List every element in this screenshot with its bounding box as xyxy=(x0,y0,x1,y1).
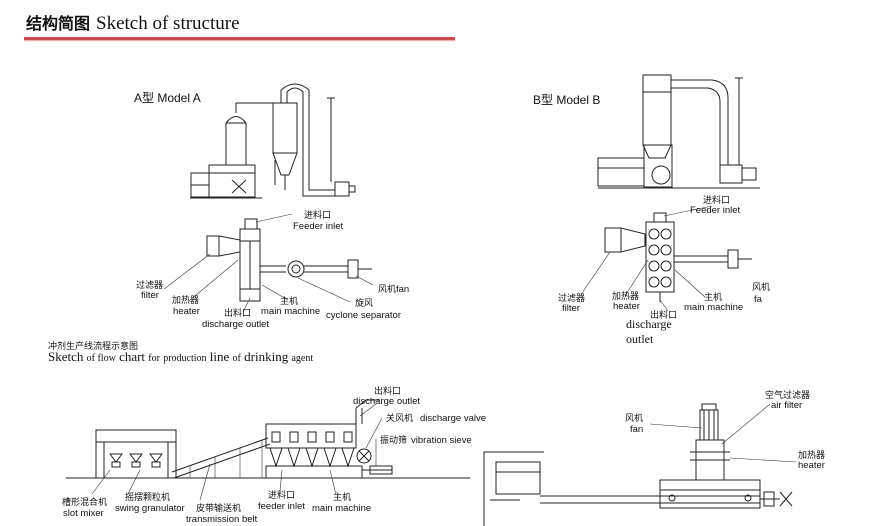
model-a-elevation xyxy=(190,83,356,199)
model-a-main-cn: 主机 xyxy=(280,295,298,306)
model-b-main-cn: 主机 xyxy=(704,291,722,302)
model-a-heater-cn: 加热器 xyxy=(172,294,199,305)
model-b-diagram: B型 Model B xyxy=(533,74,770,346)
model-b-discharge-cn: 出料口 xyxy=(650,309,677,320)
flow-swing-cn: 摇摆颗粒机 xyxy=(125,491,170,502)
flow-valve-cn: 关风机 xyxy=(386,412,413,423)
flow-feeder-cn: 进料口 xyxy=(268,489,295,500)
model-b-fan-en: fa xyxy=(754,294,763,305)
right-fan-cn: 风机 xyxy=(625,412,643,423)
flow-valve-en: discharge valve xyxy=(420,413,486,424)
right-heater-en: heater xyxy=(798,460,825,471)
model-b-discharge-en-1: discharge xyxy=(626,317,672,331)
model-a-title: A型 Model A xyxy=(134,91,201,105)
model-b-feeder-cn: 进料口 xyxy=(703,194,730,205)
page-title-en: Sketch of structure xyxy=(96,13,240,34)
model-a-filter-en: filter xyxy=(141,290,159,301)
model-a-discharge-cn: 出料口 xyxy=(224,307,251,318)
model-a-diagram: A型 Model A xyxy=(134,83,409,330)
flow-chart-diagram: 出料口 discharge outlet 关风机 discharge valve… xyxy=(62,385,486,525)
model-b-feeder-en: Feeder inlet xyxy=(690,205,741,216)
model-a-plan xyxy=(163,213,374,313)
page-title: 结构简图 Sketch of structure xyxy=(26,12,240,35)
model-a-feeder-en: Feeder inlet xyxy=(293,221,344,232)
flow-sieve-en: vibration sieve xyxy=(411,435,472,446)
model-a-main-en: main machine xyxy=(261,306,320,317)
model-a-fan-en: fan xyxy=(396,284,409,295)
flow-belt-en: transmission belt xyxy=(186,514,258,525)
model-b-heater-cn: 加热器 xyxy=(612,290,639,301)
model-b-filter-cn: 过滤器 xyxy=(558,292,585,303)
model-a-discharge-en: discharge outlet xyxy=(202,319,269,330)
flow-discharge-cn: 出料口 xyxy=(374,385,401,396)
right-bottom-diagram: 风机 fan 空气过滤器 air filter 加热器 heater xyxy=(483,389,825,526)
model-b-filter-en: filter xyxy=(562,303,580,314)
model-b-discharge-en-2: outlet xyxy=(626,332,654,346)
flow-discharge-en: discharge outlet xyxy=(353,396,420,407)
model-b-elevation xyxy=(597,74,760,189)
model-b-main-en: main machine xyxy=(684,302,743,313)
flow-slot-mixer-cn: 槽形混合机 xyxy=(62,496,107,507)
flow-slot-mixer-en: slot mixer xyxy=(63,508,104,519)
flow-feeder-en: feeder inlet xyxy=(258,501,305,512)
transmission-belt xyxy=(171,437,271,479)
flow-subtitle-en: Sketch of flow chart for production line… xyxy=(48,349,314,364)
model-b-plan xyxy=(579,205,752,312)
model-b-fan-cn: 风机 xyxy=(752,281,770,292)
model-b-heater-en: heater xyxy=(613,301,640,312)
flow-subtitle-cn: 冲剂生产线流程示意图 xyxy=(48,342,139,352)
model-b-title: B型 Model B xyxy=(533,93,600,107)
flow-sieve-cn: 振动筛 xyxy=(380,434,407,445)
header-underline xyxy=(24,37,455,40)
flow-main-en: main machine xyxy=(312,503,371,514)
right-air-filter-cn: 空气过滤器 xyxy=(765,389,810,400)
flow-swing-en: swing granulator xyxy=(115,503,185,514)
model-a-feeder-cn: 进料口 xyxy=(304,209,331,220)
model-a-cyclone-en: cyclone separator xyxy=(326,310,401,321)
right-fan-en: fan xyxy=(630,424,643,435)
model-a-fan-cn: 风机 xyxy=(378,283,396,294)
model-a-filter-cn: 过滤器 xyxy=(136,279,163,290)
flow-main-cn: 主机 xyxy=(333,491,351,502)
model-a-cyclone-cn: 旋风 xyxy=(355,297,373,308)
flow-main-machine xyxy=(265,399,393,479)
slot-mixer xyxy=(95,429,177,479)
page-title-cn: 结构简图 xyxy=(26,14,91,33)
right-heater-cn: 加热器 xyxy=(798,449,825,460)
right-air-filter-en: air filter xyxy=(771,400,802,411)
model-a-heater-en: heater xyxy=(173,306,200,317)
flow-belt-cn: 皮带输送机 xyxy=(196,502,241,513)
